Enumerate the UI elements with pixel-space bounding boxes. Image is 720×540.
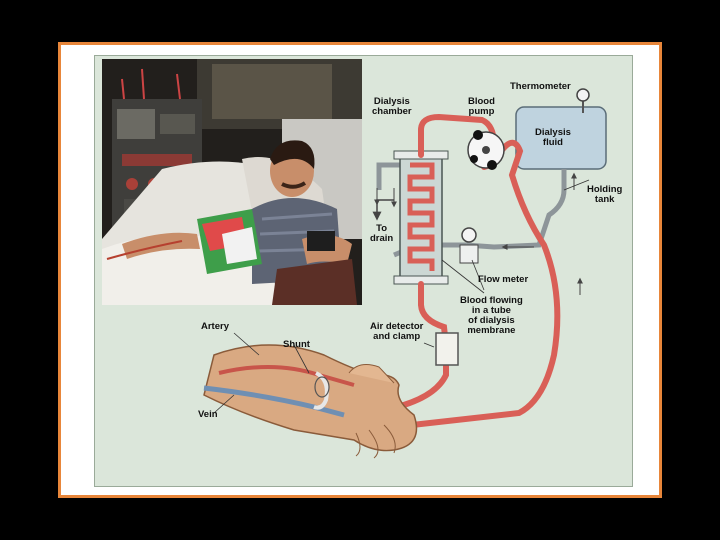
label-to-drain: To drain: [370, 224, 393, 244]
forearm-hand: [204, 345, 417, 458]
flow-meter-gauge-icon: [460, 228, 478, 263]
label-holding-tank: Holding tank: [587, 185, 622, 205]
label-shunt: Shunt: [283, 340, 310, 350]
label-vein: Vein: [198, 410, 218, 420]
label-blood-pump: Blood pump: [468, 97, 495, 117]
drain-arrow: [377, 200, 394, 217]
blood-pump-icon: [468, 130, 504, 170]
dialysis-chamber: [394, 151, 448, 284]
air-detector-clamp: [436, 333, 458, 365]
label-dialysis-chamber: Dialysis chamber: [372, 97, 412, 117]
label-thermometer: Thermometer: [510, 82, 571, 92]
label-dialysis-fluid: Dialysis fluid: [535, 128, 571, 148]
label-air-detector: Air detector and clamp: [370, 322, 423, 342]
label-blood-flowing: Blood flowing in a tube of dialysis memb…: [460, 296, 523, 336]
label-flow-meter: Flow meter: [478, 275, 528, 285]
label-artery: Artery: [201, 322, 229, 332]
dialysis-diagram: [94, 55, 633, 487]
